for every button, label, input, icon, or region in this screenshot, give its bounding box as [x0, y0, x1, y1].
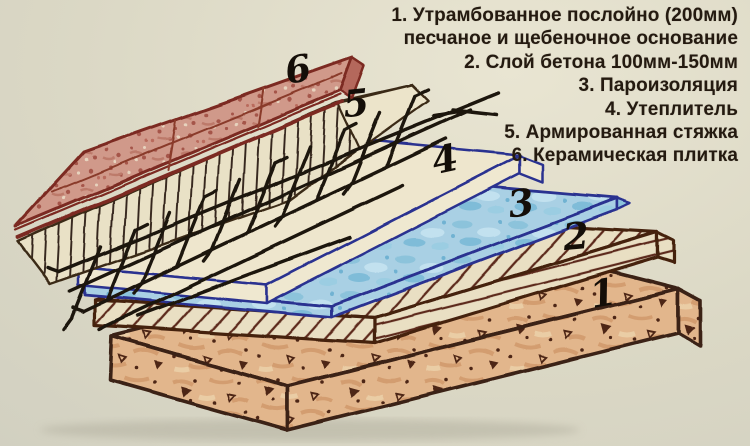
- layer-number-insulation: 4: [427, 134, 463, 184]
- layer-number-ceramic-tile: 6: [281, 45, 315, 93]
- layer-number-concrete: 2: [561, 212, 591, 260]
- layer-6-ceramic-tile: [14, 55, 366, 240]
- legend: 1. Утрамбованное послойно (200мм) песчан…: [391, 4, 738, 168]
- reinforcement-mesh: [45, 88, 500, 331]
- legend-line-1: 1. Утрамбованное послойно (200мм): [391, 5, 738, 26]
- legend-line-2: 2. Слой бетона 100мм-150мм: [464, 51, 738, 73]
- screed-end-face: [336, 83, 430, 152]
- legend-line-3: 3. Пароизоляция: [578, 75, 738, 97]
- ground-shadow: [40, 419, 580, 441]
- legend-line-5: 5. Армированная стяжка: [504, 122, 738, 144]
- legend-line-6: 6. Керамическая плитка: [511, 145, 738, 167]
- legend-line-4: 4. Утеплитель: [605, 98, 738, 120]
- tile-seam: [167, 87, 265, 171]
- layer-number-vapor-barrier: 3: [505, 179, 537, 227]
- layer-number-base: 1: [586, 269, 620, 317]
- layer-number-reinforced-screed: 5: [340, 79, 372, 127]
- mesh-legend-connector: [450, 108, 499, 117]
- tile-seam: [51, 72, 343, 193]
- legend-line-1b: песчаное и щебеночное основание: [403, 28, 738, 50]
